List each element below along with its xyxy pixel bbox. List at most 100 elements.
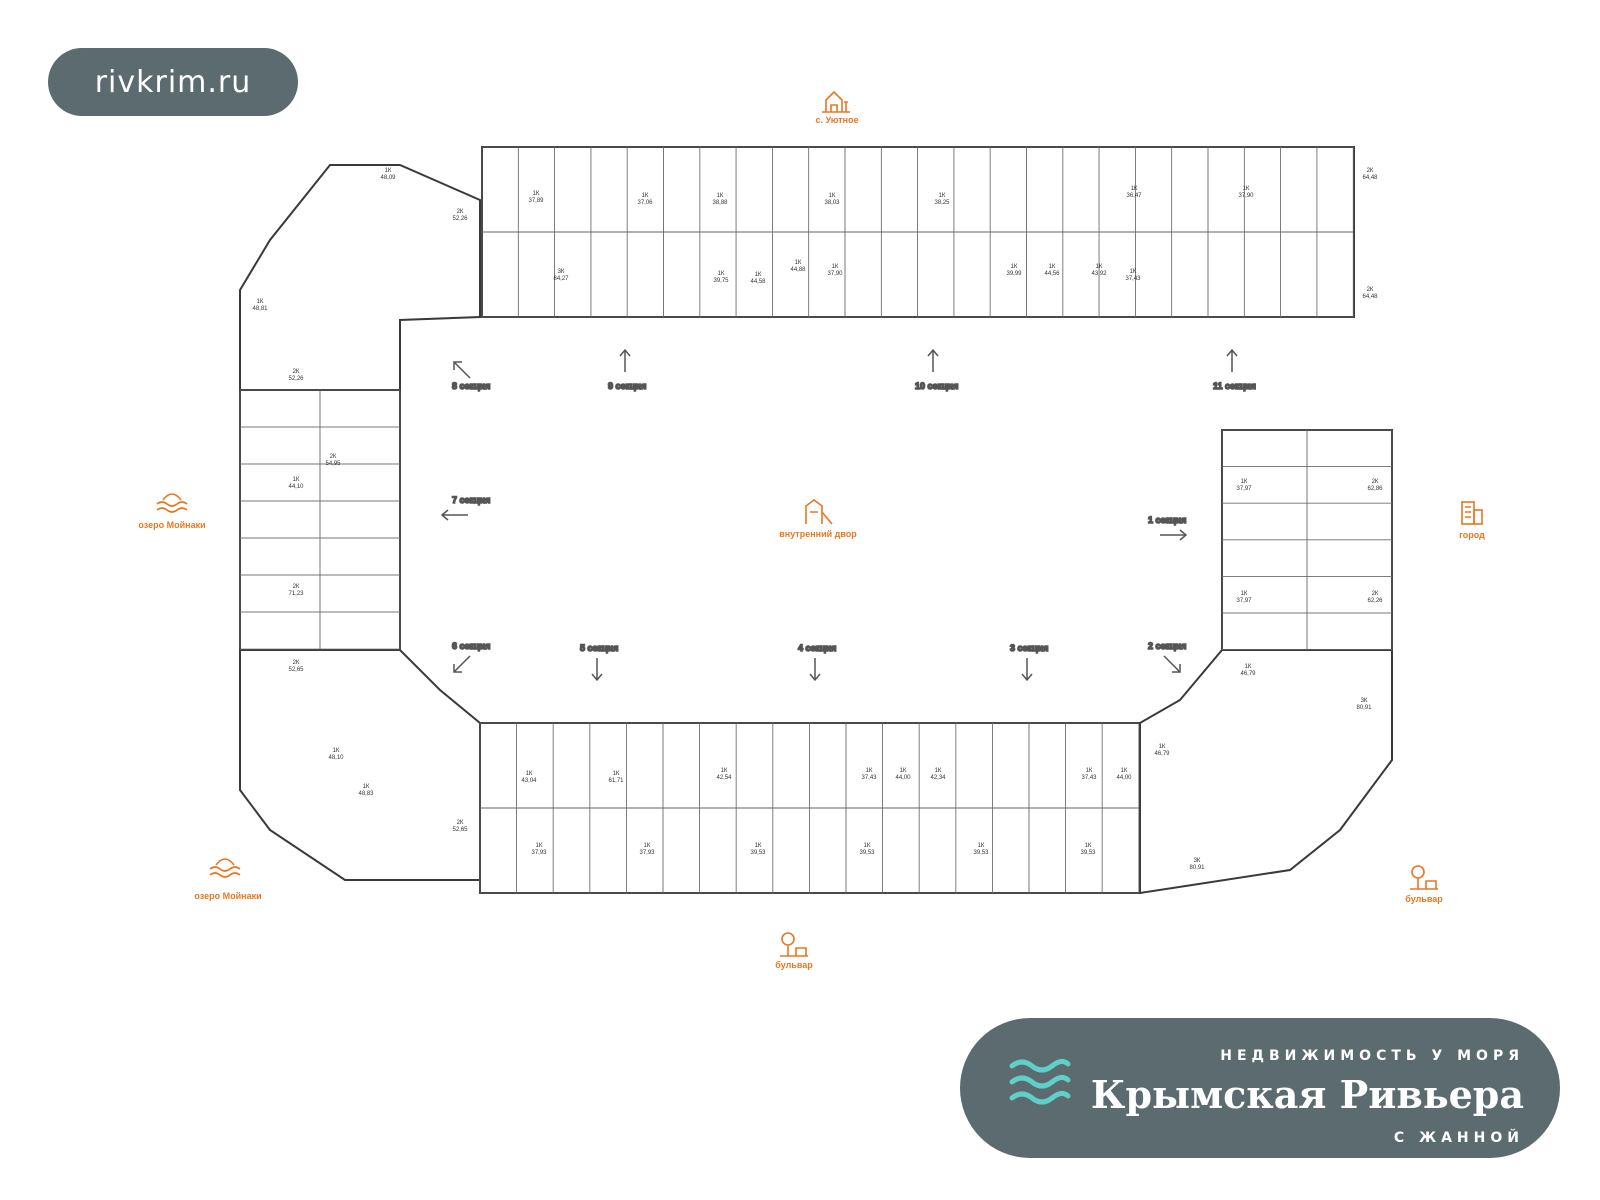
apartment-type: 2К [457,820,464,826]
apartment-cell [663,231,701,318]
apartment-type: 1К [293,477,300,483]
apartment-cell [735,722,774,809]
apartment-cell [1028,722,1066,809]
southeast-label: бульвар [1405,894,1443,904]
apartment-cell [590,146,628,233]
west-lower-label: озеро Мойнаки [194,891,261,901]
apartment-type: 1К [1243,186,1250,192]
apartment-type: 1К [832,264,839,270]
apartment-cell [1028,807,1066,894]
apartment-area: 37,43 [1081,775,1097,781]
apartment-cell [1065,722,1103,809]
apartment-area: 37,06 [637,200,653,206]
apartment-area: 37,97 [1236,486,1252,492]
apartment-cell [1221,576,1308,614]
playground-icon [805,499,833,525]
apartment-type: 3К [1361,698,1368,704]
apartment-type: 1К [1085,843,1092,849]
apartment-cell [1306,466,1393,504]
apartment-area: 42,54 [716,775,732,781]
label-west-lower: озеро Мойнаки [194,858,262,901]
apartment-type: 2К [1372,591,1379,597]
apartment-area: 37,90 [827,271,843,277]
apartment-cell [992,807,1030,894]
section-4-marker: 4 секция [797,642,837,682]
apartment-cell [319,574,401,613]
brand-tagline: НЕДВИЖИМОСТЬ У МОРЯ [1220,1048,1524,1064]
apartment-cell [1221,539,1308,577]
apartment-cell [554,146,592,233]
apartment-cell [1207,146,1245,233]
section-1-label: 1 секция [1148,515,1186,525]
apartment-cell [481,231,519,318]
apartment-area: 48,10 [328,755,344,761]
section-5-marker: 5 секция [579,642,619,682]
apartment-area: 39,75 [713,278,729,284]
apartment-area: 62,26 [1367,598,1383,604]
apartment-cell [239,463,321,502]
apartment-area: 37,43 [861,775,877,781]
apartment-cell [699,146,737,233]
apartment-cell [516,722,554,809]
apartment-cell [517,231,555,318]
apartment-cell [1101,807,1140,894]
apartment-area: 42,34 [930,775,946,781]
apartment-cell [1171,231,1209,318]
apartment-type: 1К [1086,768,1093,774]
apartment-type: 1К [1241,479,1248,485]
apartment-cell [662,807,700,894]
apartment-type: 1К [935,768,942,774]
apartment-cell [989,146,1027,233]
apartment-area: 37,89 [528,198,544,204]
apartment-cell [699,722,737,809]
apartment-cell [517,146,555,233]
site-url-badge[interactable]: rivkrim.ru [48,48,298,116]
apartment-type: 1К [939,193,946,199]
apartment-area: 64,48 [1362,175,1378,181]
apartment-type: 1К [1011,264,1018,270]
apartment-cell [1280,146,1318,233]
apartment-type: 3К [558,269,565,275]
southeast-corner [1139,649,1393,895]
park-icon [1410,865,1438,890]
apartment-area: 48,83 [358,791,374,797]
apartment-type: 1К [1121,768,1128,774]
apartment-cell [1135,146,1173,233]
apartment-type: 1К [1096,264,1103,270]
apartment-type: 1К [385,168,392,174]
lake-icon [156,493,188,513]
apartment-cell [1221,502,1308,541]
apartment-cell [772,722,810,809]
label-southeast: бульвар [1405,865,1443,904]
apartment-cell [845,722,883,809]
apartment-area: 52,26 [288,376,304,382]
apartment-area: 37,97 [1236,598,1252,604]
apartment-cell [626,722,664,809]
apartment-type: 2К [293,660,300,666]
house-icon [822,90,850,113]
site-url[interactable]: rivkrim.ru [94,64,252,100]
apartment-area: 43,92 [1091,271,1107,277]
apartment-cell [917,146,955,233]
section-7-label: 7 секция [452,495,490,505]
brand-name: Крымская Ривьера [1090,1072,1524,1117]
apartment-cell [1171,146,1209,233]
label-north: с. Уютное [815,90,859,125]
apartment-cell [918,722,957,809]
apartment-cell [1135,231,1173,318]
apartment-cell [844,231,882,318]
apartment-cell [1306,576,1393,614]
apartment-cell [880,231,918,318]
section-10-marker: 10 секция [914,348,959,392]
apartment-area: 54,95 [325,461,341,467]
apartment-area: 44,00 [895,775,911,781]
brand-subtitle: С ЖАННОЙ [1393,1130,1524,1146]
label-east: город [1459,501,1485,540]
west-upper-label: озеро Мойнаки [138,520,205,530]
apartment-cell [808,146,846,233]
section-6-marker: 6 секция [451,640,491,673]
apartment-cell [1207,231,1245,318]
apartment-grid [239,146,1393,894]
section-4-label: 4 секция [798,643,836,653]
apartment-cell [918,807,957,894]
